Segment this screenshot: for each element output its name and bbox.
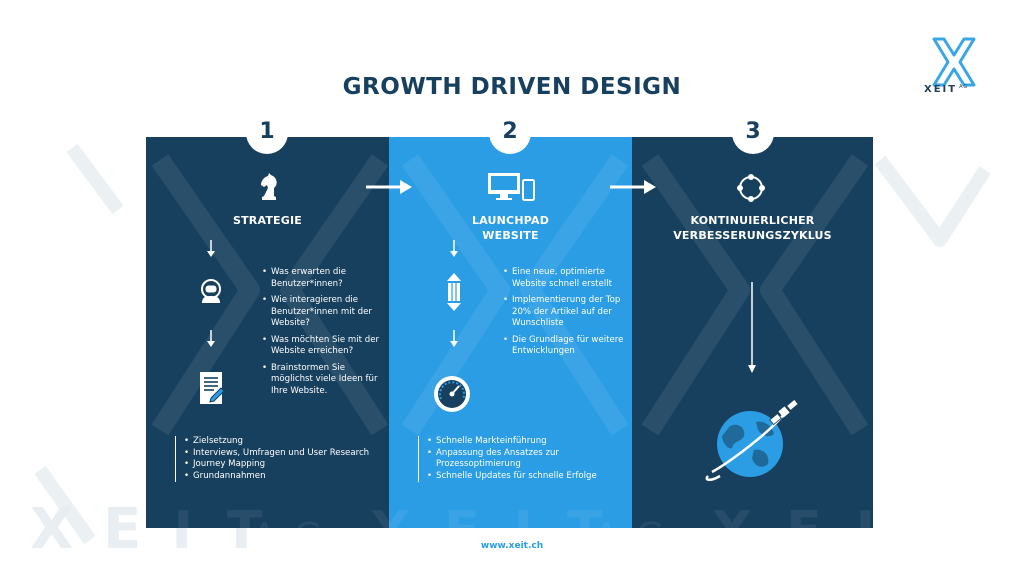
- xeit-logo-icon: [932, 37, 976, 87]
- step-heading-verbesserung: KONTINUIERLICHER VERBESSERUNGSZYKLUS: [673, 214, 832, 242]
- list-item: Interviews, Umfragen und User Research: [184, 448, 389, 460]
- arrow-down-icon: [450, 330, 458, 347]
- step-heading-launchpad: LAUNCHPAD WEBSITE: [471, 214, 550, 242]
- pencil-icon: [447, 273, 461, 311]
- list-item: Wie interagieren die Benutzer*innen mit …: [262, 295, 382, 330]
- list-item: Implementierung der Top 20% der Artikel …: [503, 295, 625, 330]
- cycle-icon: [737, 174, 765, 202]
- list-item: Schnelle Markteinführung: [427, 436, 632, 448]
- chess-knight-icon: [261, 173, 277, 200]
- arrow-right-icon: [610, 180, 656, 194]
- arrow-down-icon: [450, 240, 458, 257]
- list-item: Anpassung des Ansatzes zur Prozessoptimi…: [427, 448, 632, 471]
- list-item: Was möchten Sie mit der Website erreiche…: [262, 335, 382, 358]
- document-icon: [200, 372, 225, 404]
- list-item: Journey Mapping: [184, 459, 389, 471]
- step-heading-strategie: STRATEGIE: [232, 214, 302, 227]
- step-number-3: 3: [732, 112, 774, 154]
- list-item: Schnelle Updates für schnelle Erfolge: [427, 471, 632, 483]
- list-item: Grundannahmen: [184, 471, 389, 483]
- step-number-2: 2: [489, 112, 531, 154]
- page-title: GROWTH DRIVEN DESIGN: [342, 74, 682, 100]
- list-item: Eine neue, optimierte Website schnell er…: [503, 267, 625, 290]
- arrow-down-icon: [207, 240, 215, 257]
- arrow-down-icon: [207, 330, 215, 347]
- devices-icon: [488, 173, 535, 201]
- strategie-questions: Was erwarten die Benutzer*innen? Wie int…: [262, 267, 382, 402]
- list-item: Was erwarten die Benutzer*innen?: [262, 267, 382, 290]
- arrow-down-icon: [748, 282, 756, 373]
- step-number-1: 1: [246, 112, 288, 154]
- list-item: Zielsetzung: [184, 436, 389, 448]
- launchpad-points: Eine neue, optimierte Website schnell er…: [503, 267, 625, 363]
- strategie-outcomes: Zielsetzung Interviews, Umfragen und Use…: [175, 436, 389, 482]
- list-item: Die Grundlage für weitere Entwicklungen: [503, 335, 625, 358]
- speedometer-icon: [434, 376, 470, 412]
- arrow-right-icon: [366, 180, 412, 194]
- planet-satellite-icon: [705, 398, 799, 481]
- astronaut-icon: [201, 279, 221, 303]
- launchpad-outcomes: Schnelle Markteinführung Anpassung des A…: [418, 436, 632, 482]
- list-item: Brainstormen Sie möglichst viele Ideen f…: [262, 363, 382, 398]
- footer-link[interactable]: www.xeit.ch: [480, 541, 544, 551]
